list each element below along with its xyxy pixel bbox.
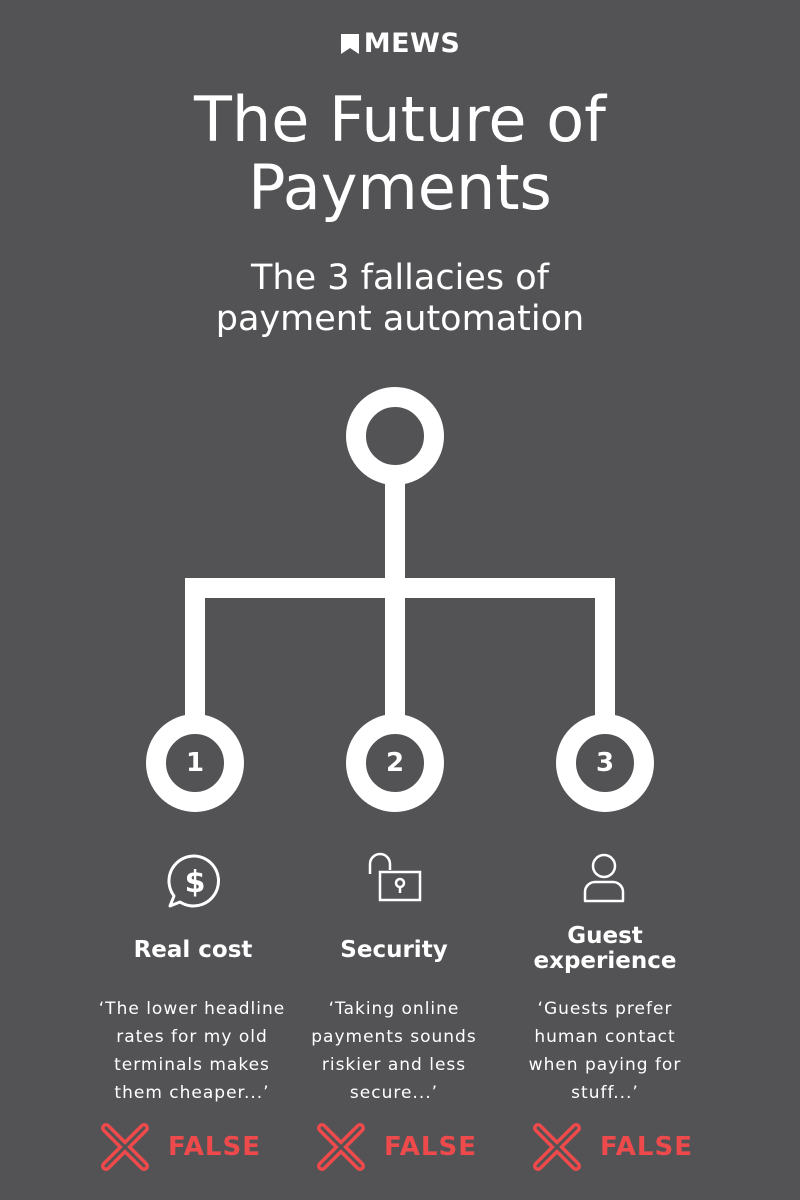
page-subtitle-line: payment automation [215, 299, 585, 339]
node-number-2: 2 [385, 748, 405, 778]
node-number-3: 3 [595, 748, 615, 778]
column-heading-security: Security [274, 938, 514, 963]
svg-text:$: $ [185, 865, 206, 900]
heading-line: Security [340, 937, 448, 963]
bookmark-icon [340, 33, 359, 54]
quote-line: them cheaper...’ [114, 1083, 270, 1103]
quote-line: terminals makes [114, 1055, 270, 1075]
quote-line: stuff...’ [571, 1083, 639, 1103]
verdict-real-cost: FALSE [98, 1120, 261, 1174]
dollar-speech-bubble-icon: $ [167, 854, 220, 908]
verdict-label: FALSE [168, 1132, 261, 1162]
heading-line: Real cost [133, 937, 253, 963]
quote-line: when paying for [528, 1055, 682, 1075]
quote-line: human contact [534, 1027, 676, 1047]
page-subtitle-line: The 3 fallacies of [251, 258, 549, 298]
person-icon [583, 853, 625, 903]
verdict-guest-experience: FALSE [530, 1120, 693, 1174]
page-subtitle: The 3 fallacies of payment automation [0, 258, 800, 340]
unlocked-padlock-icon [368, 852, 422, 902]
page-title-line: Payments [248, 151, 552, 224]
cross-icon [101, 1123, 149, 1171]
cross-icon [533, 1123, 581, 1171]
quote-line: riskier and less [321, 1055, 467, 1075]
page-title-line: The Future of [194, 83, 606, 156]
page-title: The Future of Payments [0, 86, 800, 222]
quote-line: rates for my old [116, 1027, 268, 1047]
branch-connector-left [185, 578, 615, 722]
column-heading-real-cost: Real cost [73, 938, 313, 963]
cross-icon [317, 1123, 365, 1171]
quote-guest-experience: ‘Guests prefer human contact when paying… [485, 995, 725, 1107]
heading-line: Guest [567, 923, 643, 949]
verdict-label: FALSE [600, 1132, 693, 1162]
heading-line: experience [533, 948, 677, 974]
brand: MEWS [0, 30, 800, 57]
brand-name: MEWS [363, 28, 461, 59]
verdict-security: FALSE [314, 1120, 477, 1174]
node-number-1: 1 [185, 748, 205, 778]
column-heading-guest-experience: Guest experience [485, 924, 725, 974]
quote-line: secure...’ [349, 1083, 439, 1103]
quote-line: ‘The lower headline [98, 999, 286, 1019]
verdict-label: FALSE [384, 1132, 477, 1162]
quote-security: ‘Taking online payments sounds riskier a… [274, 995, 514, 1107]
root-node [346, 387, 444, 485]
quote-line: ‘Taking online [328, 999, 460, 1019]
quote-real-cost: ‘The lower headline rates for my old ter… [72, 995, 312, 1107]
quote-line: payments sounds [311, 1027, 477, 1047]
quote-line: ‘Guests prefer [537, 999, 673, 1019]
